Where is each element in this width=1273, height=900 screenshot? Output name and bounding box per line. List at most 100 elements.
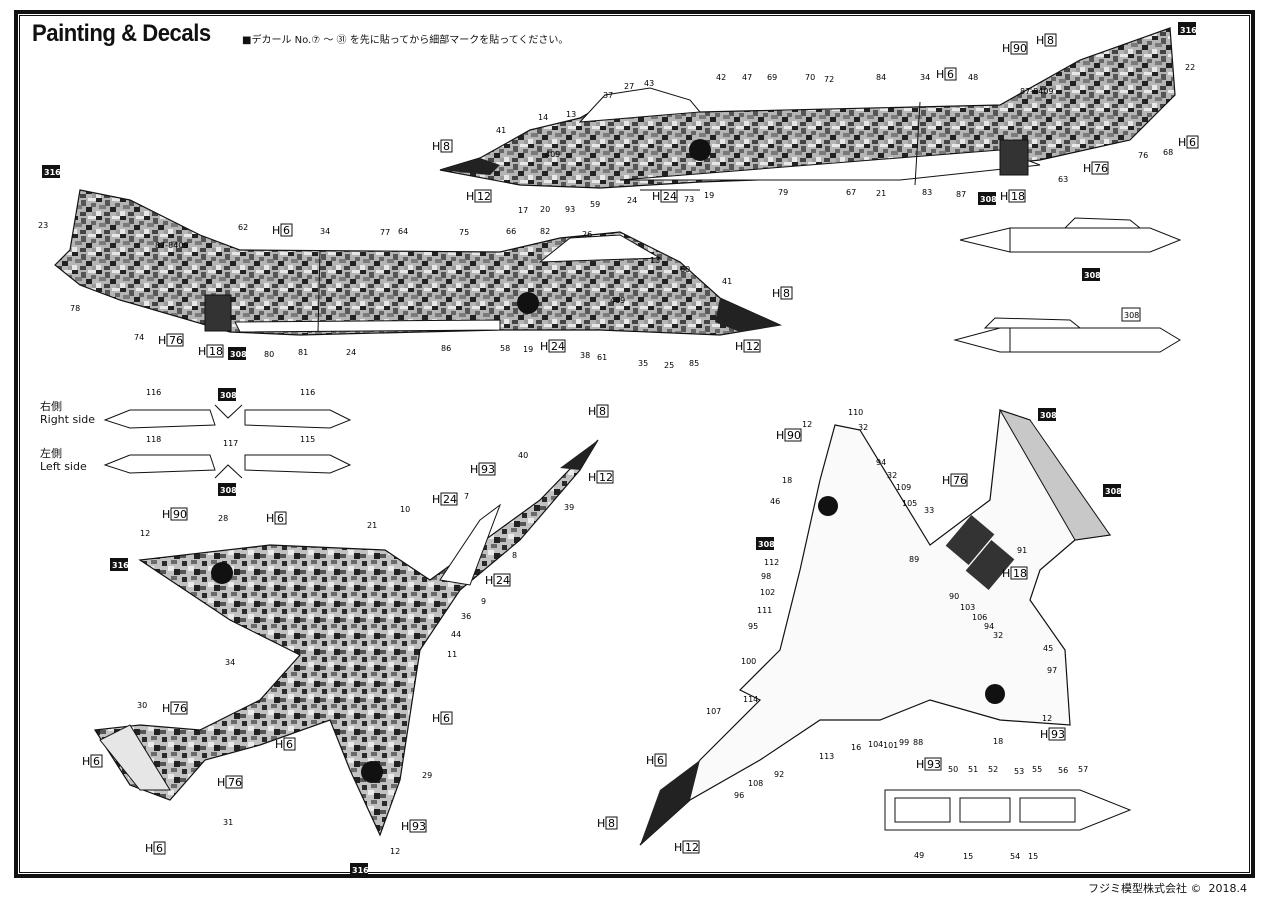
callout-number: 61 xyxy=(597,353,607,362)
callout-number: 13 xyxy=(650,256,660,265)
callout-number: 8 xyxy=(512,551,517,560)
callout-number: 94 xyxy=(984,622,994,631)
callout-number: 40 xyxy=(518,451,528,460)
callout-number: 22 xyxy=(1185,63,1195,72)
svg-text:18: 18 xyxy=(1011,190,1025,203)
decal-box-316-a: 316 xyxy=(1178,22,1197,35)
svg-text:H: H xyxy=(485,574,493,587)
callout-number: 99 xyxy=(899,738,909,747)
callout-number: 35 xyxy=(638,359,648,368)
callout-number: 24 xyxy=(627,196,637,205)
decal-box-316-b: 316 xyxy=(42,165,61,178)
svg-text:18: 18 xyxy=(209,345,223,358)
svg-text:H: H xyxy=(942,474,950,487)
callout-number: 14 xyxy=(538,113,548,122)
callout-number: 7 xyxy=(464,492,469,501)
callout-number: 84 xyxy=(876,73,886,82)
canopy-detail xyxy=(884,789,1132,831)
callout-number: 18 xyxy=(993,737,1003,746)
callout-number: 102 xyxy=(760,588,775,597)
decal-box-316-d: 316 xyxy=(350,863,369,876)
callout-number: 15 xyxy=(963,852,973,861)
callout-number: 24 xyxy=(346,348,356,357)
svg-text:H: H xyxy=(674,841,682,854)
decal-box-308-i: 308 xyxy=(1121,307,1141,322)
callout-number: 12 xyxy=(140,529,150,538)
callout-number: 26 xyxy=(582,230,592,239)
svg-text:308: 308 xyxy=(220,391,237,400)
svg-text:H: H xyxy=(735,340,743,353)
callout-number: 85 xyxy=(689,359,699,368)
callout-number: 106 xyxy=(972,613,987,622)
svg-text:H: H xyxy=(772,287,780,300)
callout-number: 20 xyxy=(540,205,550,214)
callout-number: 113 xyxy=(819,752,834,761)
svg-text:90: 90 xyxy=(787,429,801,442)
svg-text:12: 12 xyxy=(685,841,699,854)
svg-text:8: 8 xyxy=(443,140,450,153)
svg-text:H: H xyxy=(432,493,440,506)
callout-number: 82 xyxy=(540,227,550,236)
svg-text:12: 12 xyxy=(477,190,491,203)
serial-lower: 87-8409 xyxy=(155,241,188,250)
svg-text:H: H xyxy=(936,68,944,81)
svg-text:8: 8 xyxy=(1047,34,1054,47)
callout-number: 93 xyxy=(565,205,575,214)
callout-number: 50 xyxy=(948,765,958,774)
svg-text:308: 308 xyxy=(230,350,247,359)
svg-text:6: 6 xyxy=(277,512,284,525)
callout-number: 69 xyxy=(767,73,777,82)
svg-text:H: H xyxy=(652,190,660,203)
svg-text:90: 90 xyxy=(173,508,187,521)
callout-number: 59 xyxy=(590,200,600,209)
svg-text:308: 308 xyxy=(1105,487,1122,496)
side-view-left: 87-8409 409 xyxy=(54,189,783,336)
svg-text:H: H xyxy=(198,345,206,358)
callout-number: 73 xyxy=(684,195,694,204)
callout-number: 21 xyxy=(367,521,377,530)
svg-text:6: 6 xyxy=(93,755,100,768)
callout-number: 110 xyxy=(848,408,863,417)
callout-number: 114 xyxy=(743,695,758,704)
svg-text:H: H xyxy=(588,405,596,418)
callout-number: 19 xyxy=(523,345,533,354)
svg-text:H: H xyxy=(272,224,280,237)
callout-number: 100 xyxy=(741,657,756,666)
svg-text:24: 24 xyxy=(663,190,677,203)
callout-number: 38 xyxy=(580,351,590,360)
callout-number: 103 xyxy=(960,603,975,612)
callout-number: 90 xyxy=(949,592,959,601)
callout-number: 95 xyxy=(748,622,758,631)
nose-number-lower: 409 xyxy=(610,296,625,305)
svg-text:H: H xyxy=(266,512,274,525)
callout-number: 30 xyxy=(137,701,147,710)
callout-number: 49 xyxy=(914,851,924,860)
page-border xyxy=(14,10,1255,878)
svg-text:H: H xyxy=(1040,728,1048,741)
plan-view-bottom xyxy=(639,409,1112,846)
callout-number: 10 xyxy=(400,505,410,514)
callout-number: 21 xyxy=(876,189,886,198)
svg-text:H: H xyxy=(162,508,170,521)
serial-upper: 87-8409 xyxy=(1020,87,1053,96)
svg-text:316: 316 xyxy=(44,168,61,177)
svg-text:24: 24 xyxy=(496,574,510,587)
callout-number: 18 xyxy=(782,476,792,485)
callout-number: 31 xyxy=(223,818,233,827)
callout-number: 80 xyxy=(264,350,274,359)
